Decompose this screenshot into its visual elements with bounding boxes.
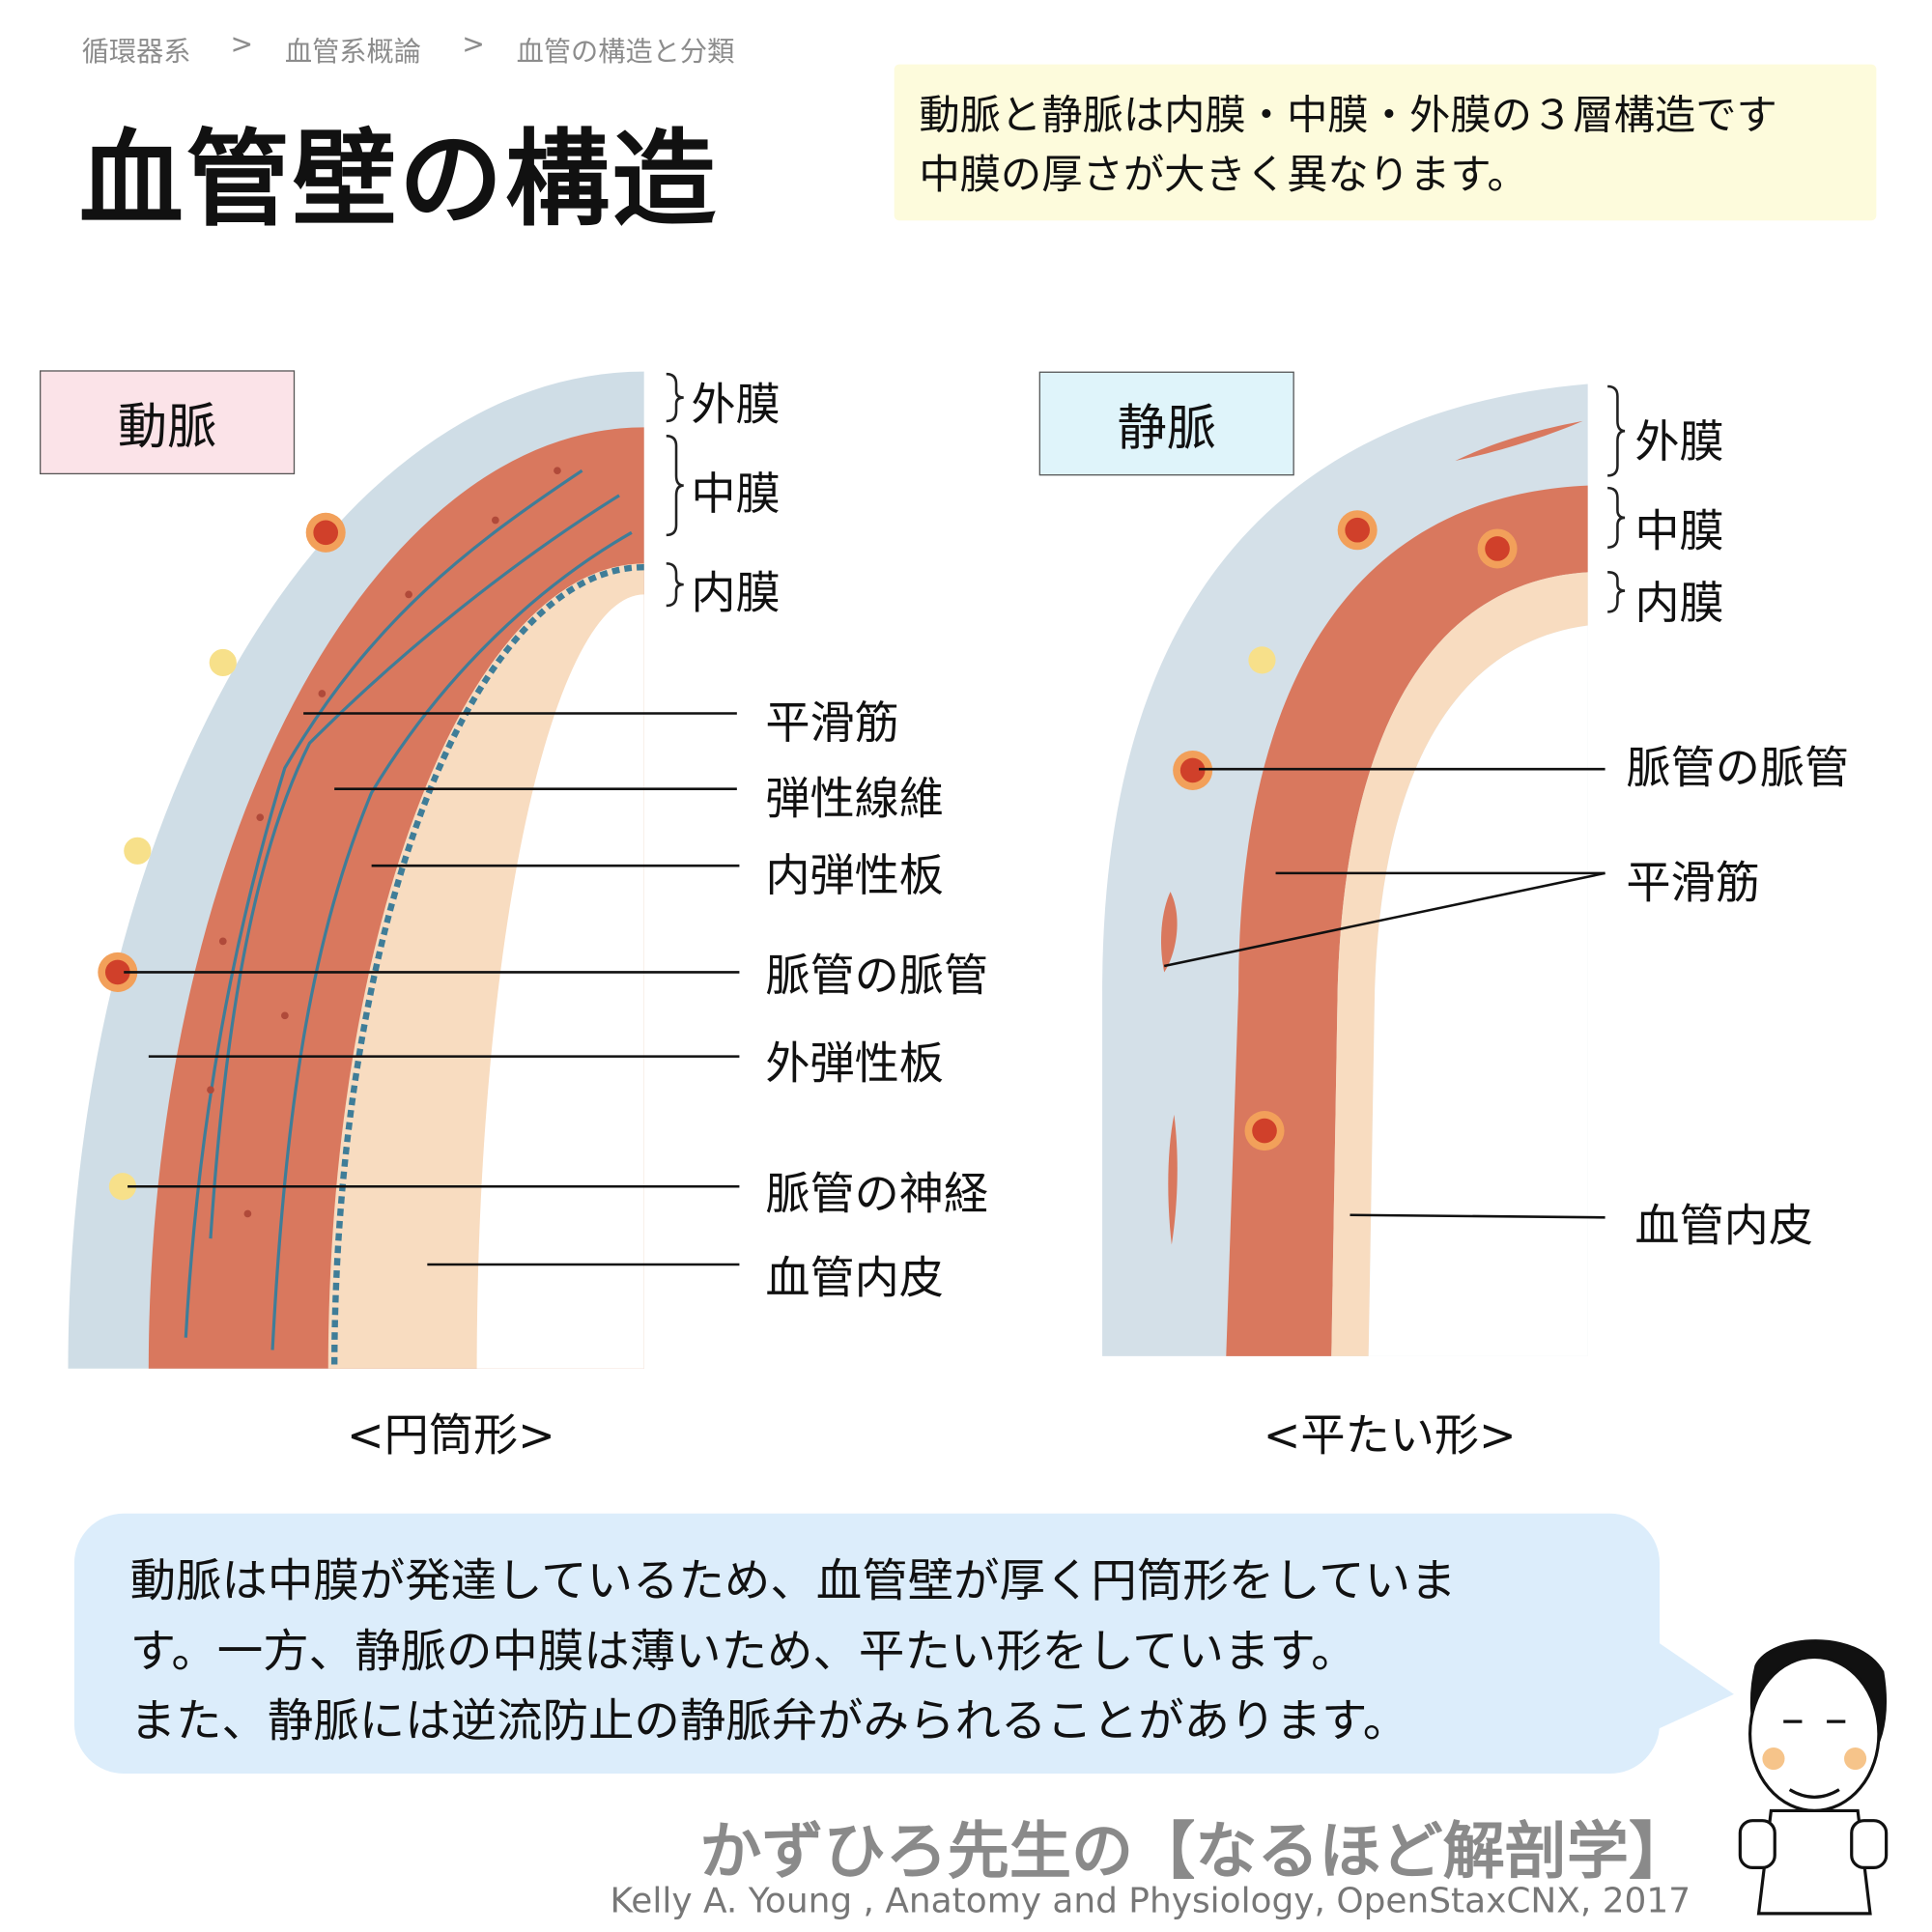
vein-shape-caption: <平たい形> bbox=[1263, 1410, 1517, 1462]
artery-braces bbox=[666, 372, 684, 608]
citation: Kelly A. Young , Anatomy and Physiology,… bbox=[610, 1880, 1691, 1921]
vein-label: 血管内皮 bbox=[1634, 1201, 1814, 1253]
vein-layer-label: 外膜 bbox=[1634, 417, 1724, 469]
breadcrumb-separator: > bbox=[230, 29, 254, 61]
artery-label: 弾性線維 bbox=[765, 774, 944, 825]
artery-tag: 動脈 bbox=[40, 370, 296, 475]
artery-label: 脈管の脈管 bbox=[765, 951, 989, 1003]
artery-shape-caption: <円筒形> bbox=[346, 1410, 555, 1462]
breadcrumb-item[interactable]: 循環器系 bbox=[81, 37, 191, 69]
breadcrumb-separator: > bbox=[462, 29, 485, 61]
teacher-character bbox=[1738, 1639, 1889, 1916]
vein-illustration bbox=[1102, 384, 1626, 1356]
artery-label: 血管内皮 bbox=[765, 1253, 944, 1305]
artery-illustration bbox=[68, 371, 740, 1369]
page-title: 血管壁の構造 bbox=[79, 119, 719, 241]
bubble-line: また、静脈には逆流防止の静脈弁がみられることがあります。 bbox=[129, 1693, 1409, 1748]
vein-layer-label: 中膜 bbox=[1634, 506, 1724, 557]
artery-label: 脈管の神経 bbox=[765, 1169, 989, 1220]
vein-label: 平滑筋 bbox=[1626, 858, 1760, 910]
artery-label: 外弾性板 bbox=[765, 1038, 944, 1091]
artery-layer-label: 外膜 bbox=[691, 380, 781, 432]
artery-layer-label: 内膜 bbox=[691, 568, 781, 620]
artery-layer-label: 中膜 bbox=[691, 469, 781, 521]
artery-leader-lines bbox=[124, 712, 740, 1266]
bubble-line: 動脈は中膜が発達しているため、血管壁が厚く円筒形をしていま bbox=[129, 1554, 1457, 1608]
speech-bubble: 動脈は中膜が発達しているため、血管壁が厚く円筒形をしていま す。一方、静脈の中膜… bbox=[73, 1513, 1661, 1774]
artery-label: 内弾性板 bbox=[765, 850, 944, 902]
summary-note: 動脈と静脈は内膜・中膜・外膜の３層構造です 中膜の厚さが大きく異なります。 bbox=[894, 64, 1877, 221]
vein-tag: 静脈 bbox=[1038, 371, 1294, 476]
note-line: 動脈と静脈は内膜・中膜・外膜の３層構造です bbox=[919, 90, 1777, 139]
breadcrumb-item[interactable]: 血管の構造と分類 bbox=[516, 37, 735, 69]
vein-layer-label: 内膜 bbox=[1634, 578, 1724, 630]
vein-braces bbox=[1607, 384, 1626, 613]
brand-logo-text: かずひろ先生の【なるほど解剖学】 bbox=[699, 1815, 1691, 1888]
breadcrumb-item[interactable]: 血管系概論 bbox=[284, 37, 421, 69]
vein-label: 脈管の脈管 bbox=[1626, 743, 1850, 794]
vein-leader-lines bbox=[1163, 767, 1605, 1219]
bubble-tail bbox=[1647, 1634, 1734, 1734]
note-line: 中膜の厚さが大きく異なります。 bbox=[919, 150, 1528, 199]
bubble-line: す。一方、静脈の中膜は薄いため、平たい形をしています。 bbox=[129, 1625, 1357, 1679]
muscle-cells bbox=[207, 467, 561, 1218]
artery-label: 平滑筋 bbox=[765, 698, 899, 750]
